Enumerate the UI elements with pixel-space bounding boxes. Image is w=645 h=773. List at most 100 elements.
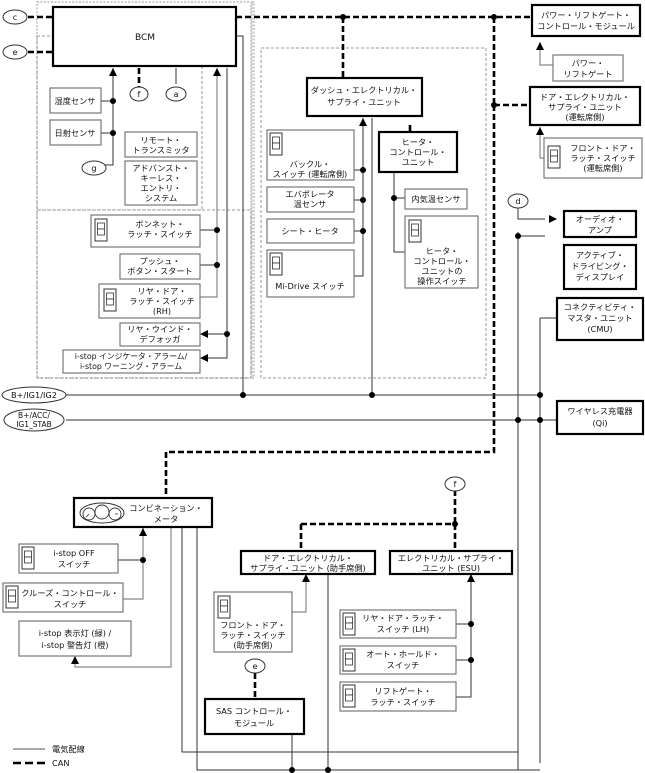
combination-meter-box: コンビネーション・ メータ [72,496,214,529]
svg-text:(運転席側): (運転席側) [565,112,604,122]
switch-icon [269,252,283,276]
dash-electrical-supply-unit-box: ダッシュ・エレクトリカル・ サプライ・ユニット [305,76,424,118]
svg-text:プッシュ・: プッシュ・ [140,256,181,266]
terminal-e-top: e [2,44,28,60]
svg-text:リモート・: リモート・ [141,135,182,145]
svg-text:BCM: BCM [135,33,155,43]
svg-text:デフォッガ: デフォッガ [140,334,181,344]
svg-text:パワー・: パワー・ [572,58,605,68]
svg-text:ラッチ・スイッチ: ラッチ・スイッチ [570,153,636,163]
istop-alarm-box: i-stop インジケータ・アラーム/ i-stop ワーニング・アラーム [62,349,201,374]
svg-text:ダッシュ・エレクトリカル・: ダッシュ・エレクトリカル・ [311,85,417,95]
wireless-charger-box: ワイヤレス充電器 (Qi) [555,399,645,436]
svg-text:B+/ACC/: B+/ACC/ [18,411,50,420]
svg-text:i-stop OFF: i-stop OFF [53,548,95,558]
svg-text:アンプ: アンプ [588,225,613,235]
svg-text:i-stop 警告灯 (橙): i-stop 警告灯 (橙) [41,640,108,650]
rear-defogger-box: リヤ・ウインド・ デフォッガ [119,322,201,347]
cruise-control-switch-box: クルーズ・コントロール・ スイッチ [2,582,124,613]
switch-icon [21,546,35,570]
svg-text:トランスミッタ: トランスミッタ [132,145,189,155]
door-esu-passenger-box: ドア・エレクトリカル・ サプライ・ユニット (助手席側) [239,549,377,576]
switch-icon [103,288,117,312]
svg-text:サプライ・ユニット: サプライ・ユニット [327,97,401,107]
svg-text:SAS コントロール・: SAS コントロール・ [216,706,292,716]
gauge-cluster-icon [79,502,125,524]
solar-sensor-box: 日射センサ [49,119,102,146]
svg-text:オーディオ・: オーディオ・ [576,214,625,224]
svg-text:ユニットの: ユニットの [422,266,463,276]
switch-icon [94,218,108,242]
svg-text:c: c [13,12,18,22]
legend: 電気配線 CAN [13,744,85,768]
terminal-b-ig1-ig2: B+/IG1/IG2 [1,386,67,404]
cmu-box: コネクティビティ・ マスタ・ユニット (CMU) [555,296,645,342]
svg-text:バックル・: バックル・ [290,159,331,169]
push-button-start-box: プッシュ・ ボタン・スタート [119,253,201,280]
svg-text:メータ: メータ [154,514,179,524]
dash-group-outline [260,47,487,379]
switch-icon [269,132,283,156]
buckle-switch-box: バックル・ スイッチ (運転席側) [266,129,355,181]
svg-text:サプライ・ユニット (助手席側): サプライ・ユニット (助手席側) [250,563,365,573]
legend-can-label: CAN [52,758,69,768]
svg-text:アドバンスト・: アドバンスト・ [132,163,190,173]
svg-text:リヤ・ドア・: リヤ・ドア・ [137,286,186,296]
svg-text:サプライ・ユニット: サプライ・ユニット [548,102,622,112]
svg-text:スイッチ (LH): スイッチ (LH) [377,624,429,634]
outer-right-outline [251,1,255,379]
terminal-b-acc-ig1stab: B+/ACC/ IG1_STAB [3,408,65,432]
svg-text:リヤ・ドア・ラッチ・: リヤ・ドア・ラッチ・ [362,613,444,623]
terminal-g: g [81,160,107,176]
svg-text:f: f [454,479,458,489]
svg-text:湿度センサ: 湿度センサ [55,96,96,106]
svg-text:エントリ・: エントリ・ [141,183,182,193]
svg-text:操作スイッチ: 操作スイッチ [417,276,466,286]
svg-text:クルーズ・コントロール・: クルーズ・コントロール・ [21,588,119,598]
svg-text:スイッチ (運転席側): スイッチ (運転席側) [273,169,348,179]
svg-text:アクティブ・: アクティブ・ [576,250,624,260]
svg-text:日射センサ: 日射センサ [55,128,96,138]
svg-text:温センサ: 温センサ [294,199,327,209]
rear-door-latch-lh-box: リヤ・ドア・ラッチ・ スイッチ (LH) [339,609,457,639]
cabin-temp-sensor-box: 内気温センサ [404,188,468,210]
svg-text:スイッチ: スイッチ [58,559,91,569]
svg-text:ワイヤレス充電器: ワイヤレス充電器 [567,406,632,416]
svg-text:ボタン・スタート: ボタン・スタート [127,266,193,276]
svg-text:スイッチ: スイッチ [387,660,420,670]
svg-text:オート・ホールド・: オート・ホールド・ [366,649,440,659]
auto-hold-switch-box: オート・ホールド・ スイッチ [339,645,457,675]
bcm-switch-group-outline [36,209,252,379]
can-bus-lines [28,15,532,699]
svg-text:ラッチ・スイッチ: ラッチ・スイッチ [370,697,436,707]
svg-text:キーレス・: キーレス・ [141,173,182,183]
advanced-keyless-box: アドバンスト・ キーレス・ エントリ・ システム [124,160,198,206]
liftgate-latch-switch-box: リフトゲート・ ラッチ・スイッチ [339,681,457,712]
svg-text:フロント・ドア・: フロント・ドア・ [220,620,286,630]
svg-text:スイッチ: スイッチ [54,599,87,609]
esu-box: エレクトリカル・サプライ・ ユニット (ESU) [388,549,514,576]
svg-text:エバポレータ: エバポレータ [285,189,334,199]
svg-text:ラッチ・スイッチ: ラッチ・スイッチ [129,296,195,306]
svg-text:コントロール・: コントロール・ [413,256,470,266]
seat-heater-box: シート・ヒータ [266,218,355,244]
svg-text:a: a [173,89,178,99]
svg-text:B+/IG1/IG2: B+/IG1/IG2 [11,390,57,400]
legend-wire-label: 電気配線 [52,744,85,754]
switch-icon [408,219,422,243]
power-liftgate-box: パワー・ リフトゲート [552,54,624,82]
terminal-e-bottom: e [244,658,266,674]
svg-text:i-stop 表示灯 (緑) /: i-stop 表示灯 (緑) / [39,628,112,638]
svg-text:f: f [138,89,142,99]
power-liftgate-module-box: パワー・リフトゲート・ コントロール・モジュール [530,3,642,38]
istop-off-switch-box: i-stop OFF スイッチ [18,543,119,574]
junction-dots [110,14,543,773]
svg-text:i-stop ワーニング・アラーム: i-stop ワーニング・アラーム [80,361,182,371]
humidity-sensor-box: 湿度センサ [49,87,102,114]
rear-door-latch-rh-box: リヤ・ドア・ ラッチ・スイッチ (RH) [98,283,201,319]
terminal-d: d [507,193,529,209]
svg-text:e: e [12,47,17,57]
svg-text:コネクティビティ・: コネクティビティ・ [564,302,637,312]
svg-text:(Qi): (Qi) [592,418,607,428]
